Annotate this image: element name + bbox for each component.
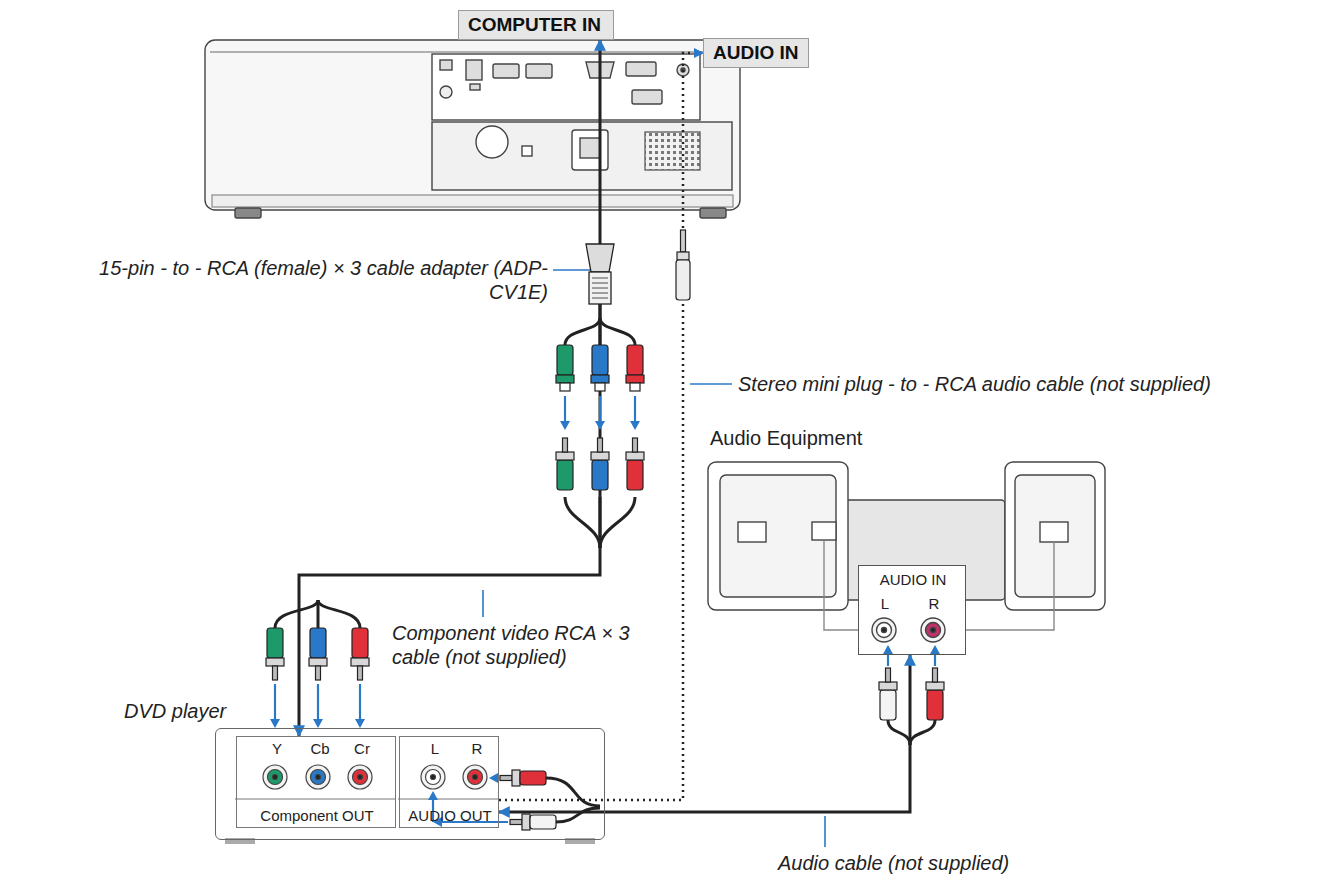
cable-label: Component video RCA × 3 cable (not suppl… [392,621,642,669]
cable [599,304,602,318]
cable [565,318,600,345]
cable [888,720,910,745]
port-label: COMPUTER IN [458,10,614,40]
jack-label: AUDIO OUT [370,807,530,824]
plug-arrow [595,396,605,430]
female-rca-plug [626,345,644,391]
port-name: AUDIO IN [713,42,799,63]
rca-plug [626,438,644,490]
jack-panel: LRAUDIO OUT [399,736,499,828]
plug-arrow [883,645,893,666]
cable [499,655,910,812]
jack-label: Component OUT [237,807,397,824]
stereo-mini-plug [676,230,690,300]
plug-arrow [930,645,940,666]
jack-label: Y [197,740,357,757]
jack-label: L [805,595,965,612]
cable [600,497,635,548]
rca-plug [266,628,284,680]
vga-adapter [586,244,614,304]
jack-label: R [854,595,1014,612]
jack-label: R [397,740,557,757]
cable [556,808,600,822]
cable [318,600,360,628]
projector [205,40,740,218]
rca-plug [309,628,327,680]
rca-plug [879,668,897,720]
jack-label: Cb [240,740,400,757]
cable [275,600,318,628]
rca-plug [591,438,609,490]
plug-arrow [355,684,365,728]
rca-plug [500,770,546,786]
rca-plug [556,438,574,490]
female-rca-plug [591,345,609,391]
leader-lines [483,270,825,847]
plug-arrow [630,396,640,430]
port-label: AUDIO IN [703,38,809,68]
female-rca-plug [556,345,574,391]
cable [600,318,635,345]
rca-plug [510,814,556,830]
cable-label: Audio cable (not supplied) [778,851,1009,875]
jack-label: AUDIO IN [833,571,993,588]
cable [565,497,600,548]
dotted-cable [499,53,703,800]
port-name: COMPUTER IN [468,14,601,35]
cable-label: 15-pin - to - RCA (female) × 3 cable ada… [68,256,548,304]
plug-arrow [270,684,280,728]
rca-jacks [263,765,487,789]
jack-label: Cr [282,740,442,757]
cable [910,720,935,745]
cable [546,778,600,806]
jack-panel: AUDIO INLR [858,565,966,655]
device-name: Audio Equipment [710,426,862,450]
jack-panel: YCbCrComponent OUT [236,736,396,828]
cable-label: Stereo mini plug - to - RCA audio cable … [738,372,1211,396]
dvd-player: DVD playerYCbCrComponent OUTLRAUDIO OUT [215,728,605,840]
jack-label: L [355,740,515,757]
plug-arrow [560,396,570,430]
plug-arrow [313,684,323,728]
speakers [708,462,1105,655]
rca-plug [351,628,369,680]
device-name: DVD player [124,699,226,723]
rca-plug [926,668,944,720]
